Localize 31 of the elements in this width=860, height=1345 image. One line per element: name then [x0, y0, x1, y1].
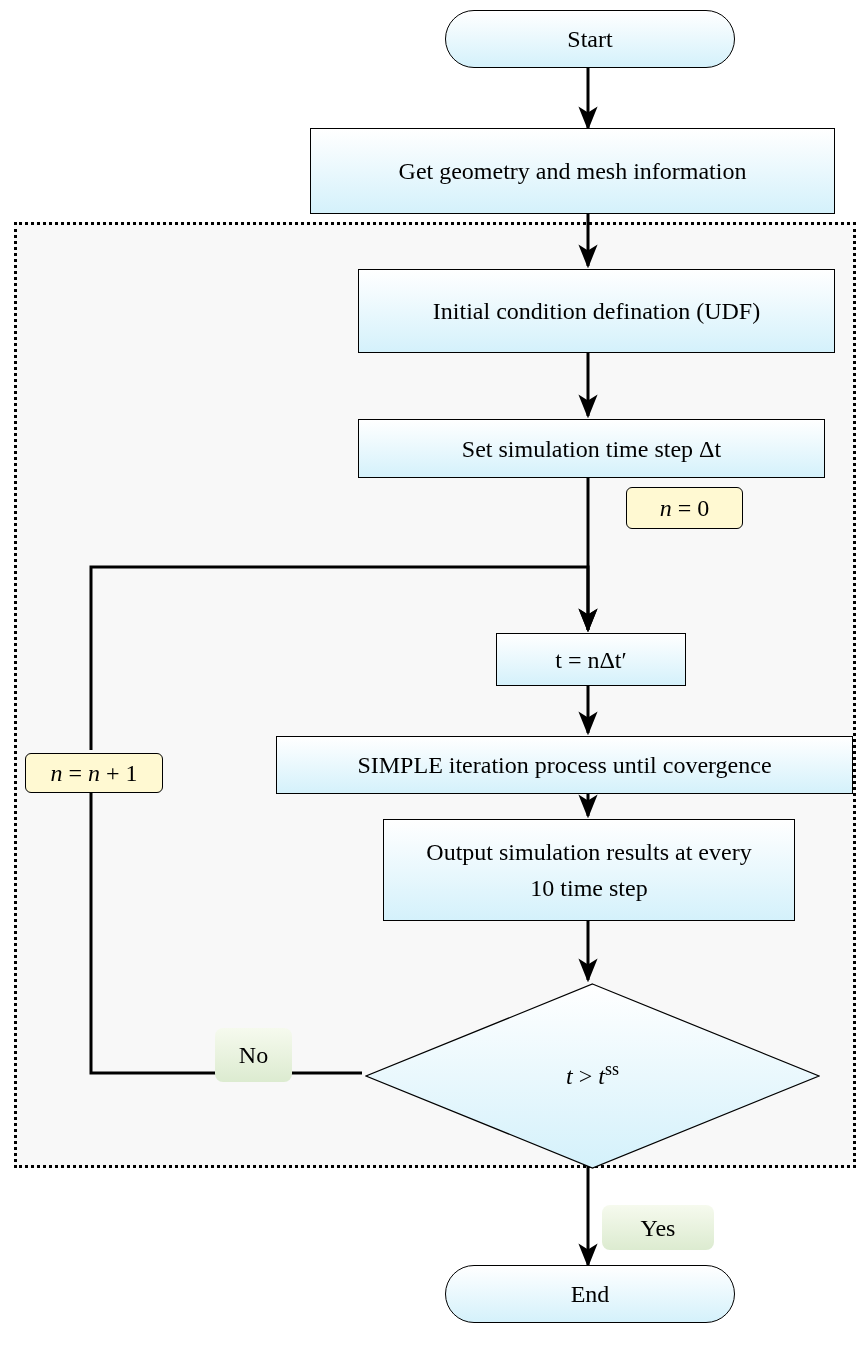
- process-box: [358, 269, 835, 353]
- node-text: n = n + 1: [49, 759, 139, 788]
- dotted-region: [14, 222, 856, 1168]
- note-box: [25, 753, 163, 793]
- arrow: [578, 683, 598, 736]
- node-text: Start: [566, 25, 614, 54]
- arrow: [578, 68, 598, 131]
- node-text: Initial condition defination (UDF): [431, 297, 762, 326]
- process-box: [310, 128, 835, 214]
- node-text: Output simulation results at every 10 time step: [425, 838, 753, 903]
- node-text: End: [569, 1280, 611, 1309]
- arrow: [578, 350, 598, 419]
- arrow: [578, 1166, 598, 1268]
- node-text: Get geometry and mesh information: [397, 157, 748, 186]
- process-box: [496, 633, 686, 686]
- decision-diamond: [365, 983, 820, 1169]
- arrow: [578, 918, 598, 983]
- arrow: [578, 214, 598, 269]
- arrow: [89, 565, 598, 750]
- node-text: SIMPLE iteration process until covergence: [356, 751, 773, 780]
- process-box: [383, 819, 795, 921]
- process-box: [358, 419, 825, 478]
- arrow: [578, 791, 598, 819]
- edge-label: No: [215, 1028, 292, 1082]
- node-text: n = 0: [658, 494, 711, 523]
- node-text: Set simulation time step Δt: [460, 434, 723, 464]
- node-text: t = nΔt′: [554, 645, 628, 675]
- note-box: [626, 487, 743, 529]
- edge-label: Yes: [602, 1205, 714, 1250]
- node-text: t > t$^{ss}$: [565, 1058, 620, 1091]
- process-box: [276, 736, 853, 794]
